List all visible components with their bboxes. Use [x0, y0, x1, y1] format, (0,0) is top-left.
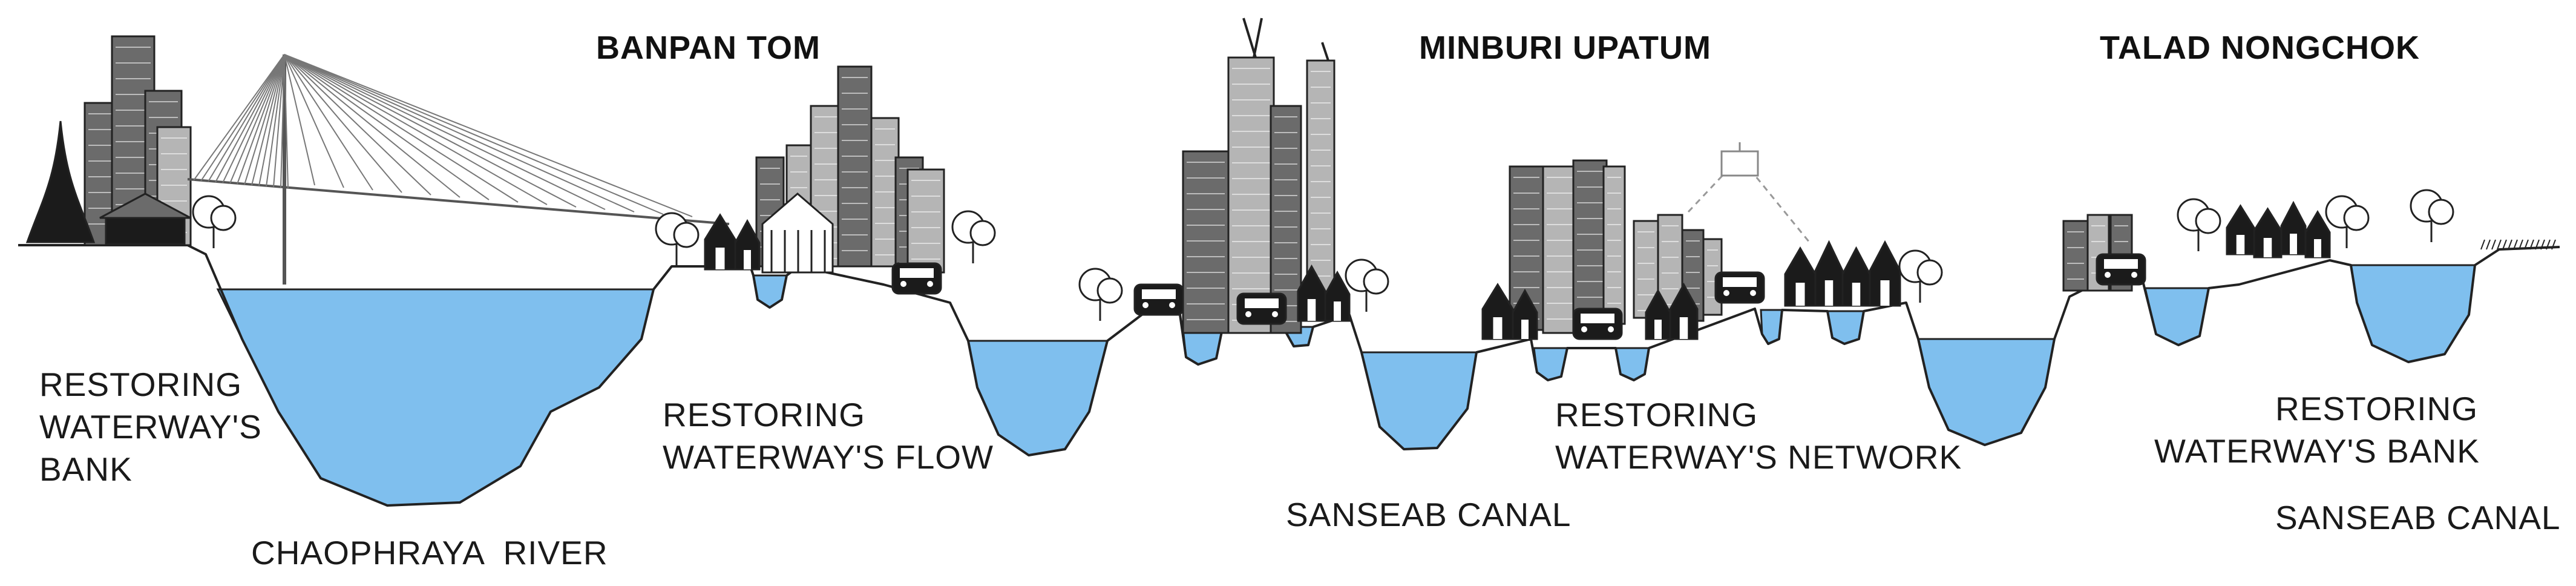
building-icon [1602, 165, 1626, 325]
label-restoring-flow: RESTORING WATERWAY'S FLOW [663, 393, 994, 478]
tree-icon [1345, 258, 1389, 312]
spire-icon [1321, 42, 1329, 61]
house-icon [1869, 240, 1901, 307]
label-chaophraya-river: CHAOPHRAYA RIVER [251, 534, 608, 571]
houses-layer [704, 200, 2331, 340]
trees-layer [192, 189, 2454, 321]
label-line: RESTORING [39, 366, 242, 403]
building-icon [837, 65, 873, 268]
tree-icon [1078, 268, 1123, 321]
tree-icon [2177, 198, 2221, 251]
house-icon [704, 213, 736, 271]
bridge-icon [187, 54, 730, 285]
label-line: WATERWAY'S BANK [2154, 432, 2480, 470]
house-icon [2253, 207, 2283, 258]
building-icon [1227, 56, 1275, 334]
house-icon [1324, 270, 1351, 322]
tree-icon [2410, 189, 2454, 242]
canal-water-4 [1360, 351, 1478, 450]
house-icon [734, 219, 761, 271]
small-canal-water [752, 274, 788, 309]
temple-icon [25, 120, 191, 245]
label-line: WATERWAY'S FLOW [663, 438, 994, 476]
building-icon [1306, 59, 1336, 301]
label-line: WATERWAY'S NETWORK [1555, 438, 1962, 476]
temple-icon [761, 193, 834, 274]
label-line: BANK [39, 450, 133, 488]
spire-icon [1242, 18, 1257, 58]
house-icon [1784, 246, 1817, 307]
house-icon [2226, 204, 2255, 255]
label-line: WATERWAY'S [39, 408, 262, 446]
cable-car-icon [1687, 142, 1811, 243]
house-icon [1512, 288, 1538, 340]
heading-minburi-upatum: MINBURI UPATUM [1419, 30, 1711, 66]
label-line: RESTORING [2275, 390, 2478, 427]
car-icon [891, 262, 942, 295]
building-icon [906, 168, 945, 274]
tree-icon [951, 210, 996, 263]
label-line: RESTORING [663, 396, 865, 433]
house-icon [1841, 246, 1871, 307]
heading-banpan-tom: BANPAN TOM [596, 30, 821, 66]
buildings-layer [25, 18, 2133, 334]
chaophraya-river-water [216, 288, 655, 507]
grass-icon [2480, 239, 2556, 250]
car-icon [2096, 253, 2146, 286]
building-icon [870, 117, 900, 268]
label-restoring-network: RESTORING WATERWAY'S NETWORK [1555, 393, 1962, 478]
house-icon [1669, 282, 1699, 340]
label-sanseab-canal-right: SANSEAB CANAL [2275, 499, 2561, 536]
tree-icon [192, 195, 237, 248]
label-sanseab-canal-center: SANSEAB CANAL [1286, 496, 1571, 533]
car-icon [1714, 271, 1765, 304]
building-icon [1182, 150, 1230, 334]
car-icon [1572, 308, 1623, 340]
label-line: RESTORING [1555, 396, 1758, 433]
tree-icon [655, 212, 700, 265]
canal-water-10 [2350, 264, 2476, 363]
label-restoring-bank-left: RESTORING WATERWAY'S BANK [39, 363, 262, 490]
car-icon [1236, 292, 1287, 325]
spire-icon [1253, 18, 1263, 58]
house-icon [1297, 264, 1326, 322]
tree-icon [2325, 195, 2370, 248]
water-layer [216, 264, 2476, 507]
tree-icon [1898, 249, 1943, 303]
building-icon [2062, 220, 2089, 292]
house-icon [2304, 210, 2331, 258]
house-icon [2280, 200, 2307, 255]
house-icon [1814, 240, 1844, 307]
house-icon [1481, 283, 1514, 340]
car-icon [1133, 283, 1184, 316]
heading-talad-nongchok: TALAD NONGCHOK [2100, 30, 2420, 66]
cars-layer [891, 253, 2146, 340]
house-icon [1645, 288, 1671, 340]
building-icon [1572, 159, 1608, 319]
label-restoring-bank-right: RESTORING WATERWAY'S BANK [2154, 387, 2480, 472]
